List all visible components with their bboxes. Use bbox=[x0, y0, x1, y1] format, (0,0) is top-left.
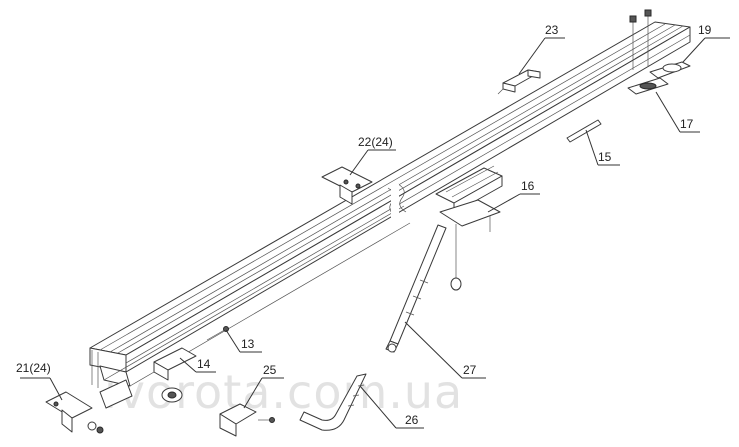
arm-27-pin bbox=[387, 343, 397, 353]
callout-labels: 23 19 17 22(24) 15 16 13 14 21(24) 25 27… bbox=[16, 23, 712, 427]
release-plate bbox=[439, 199, 501, 227]
leader-21 bbox=[49, 377, 63, 401]
bracket-22-hole-1 bbox=[343, 179, 349, 185]
callout-17: 17 bbox=[680, 117, 694, 131]
washer-21-a bbox=[87, 421, 97, 431]
rail-top-face bbox=[89, 21, 691, 356]
bracket-22-top bbox=[321, 166, 373, 193]
part-23-bracket bbox=[497, 69, 541, 95]
wall-bracket-21-leg bbox=[61, 409, 73, 433]
callout-14: 14 bbox=[197, 357, 211, 371]
bolt-head-a bbox=[629, 15, 637, 23]
rail-groove-1 bbox=[99, 23, 666, 351]
part-13-bolt bbox=[206, 326, 229, 341]
carriage-line-1 bbox=[445, 165, 495, 193]
callout-21: 21(24) bbox=[16, 361, 51, 375]
rail-groove-4 bbox=[125, 34, 691, 364]
door-bracket bbox=[99, 379, 133, 409]
pulley-14-hub bbox=[167, 391, 177, 399]
bracket-23-leg-1 bbox=[502, 82, 516, 93]
callout-25: 25 bbox=[263, 363, 277, 377]
callout-23: 23 bbox=[545, 23, 559, 37]
bracket-25-side bbox=[219, 413, 237, 437]
part-26-curved-arm bbox=[299, 373, 367, 431]
part-17-pulley-plate bbox=[627, 77, 669, 95]
arm-26 bbox=[299, 373, 367, 431]
leader-16 bbox=[487, 193, 521, 213]
callout-13: 13 bbox=[241, 337, 255, 351]
callout-26: 26 bbox=[405, 413, 419, 427]
bolt-head-b bbox=[644, 9, 652, 17]
leader-26 bbox=[359, 385, 397, 429]
rail-break-gap bbox=[391, 184, 399, 220]
arm-26-hole-2 bbox=[352, 394, 360, 397]
bolt-13-head bbox=[223, 326, 229, 332]
callout-22: 22(24) bbox=[358, 135, 393, 149]
arm-26-hole-3 bbox=[347, 404, 355, 407]
part-27-door-arm bbox=[385, 224, 447, 353]
pulley-17 bbox=[639, 82, 657, 90]
callout-15: 15 bbox=[598, 150, 612, 164]
arm-27-hole-1 bbox=[419, 279, 429, 284]
wall-bracket-21-hole bbox=[53, 401, 59, 407]
rod-15 bbox=[566, 119, 602, 143]
bracket-23-foot bbox=[497, 88, 504, 95]
part-22-mount-bracket bbox=[321, 166, 373, 205]
part-16-release bbox=[439, 199, 501, 291]
bracket-22-hole-2 bbox=[355, 183, 361, 189]
leader-19 bbox=[682, 37, 706, 63]
arm-27-upper bbox=[389, 224, 447, 345]
rail-break-mark-2 bbox=[397, 183, 407, 213]
part-25-pulley-bracket bbox=[219, 403, 275, 437]
main-rail bbox=[89, 21, 691, 388]
release-knob bbox=[450, 277, 462, 291]
callout-16: 16 bbox=[521, 179, 535, 193]
leader-22 bbox=[349, 149, 369, 176]
leader-15 bbox=[585, 129, 599, 166]
leader-25 bbox=[243, 377, 263, 409]
carriage-line-2 bbox=[451, 171, 499, 198]
callout-27: 27 bbox=[463, 363, 477, 377]
plate-19-hole bbox=[662, 63, 682, 73]
part-19-end-assembly bbox=[629, 9, 691, 79]
bracket-14-side bbox=[153, 361, 169, 381]
leader-17 bbox=[655, 91, 681, 133]
leader-23 bbox=[518, 37, 546, 75]
callout-19: 19 bbox=[698, 23, 712, 37]
part-15-rod bbox=[566, 119, 602, 143]
arm-27-hole-3 bbox=[405, 311, 415, 316]
leader-14 bbox=[179, 357, 197, 373]
leader-13 bbox=[225, 329, 241, 353]
rail-lower-edge bbox=[103, 205, 405, 381]
bracket-23-leg-2 bbox=[527, 69, 541, 79]
leader-27 bbox=[404, 321, 463, 379]
bracket-22-leg bbox=[339, 184, 353, 205]
rail-groove-3 bbox=[117, 25, 684, 354]
arm-26-hole-1 bbox=[357, 384, 365, 387]
bolt-25-head bbox=[269, 417, 275, 423]
part-14-rear-bracket bbox=[153, 347, 197, 403]
nut-21 bbox=[96, 426, 104, 434]
leader-lines bbox=[20, 37, 730, 429]
part-21-wall-bracket bbox=[45, 379, 133, 434]
wall-bracket-21 bbox=[45, 391, 93, 419]
arm-27-hole-2 bbox=[412, 295, 422, 300]
